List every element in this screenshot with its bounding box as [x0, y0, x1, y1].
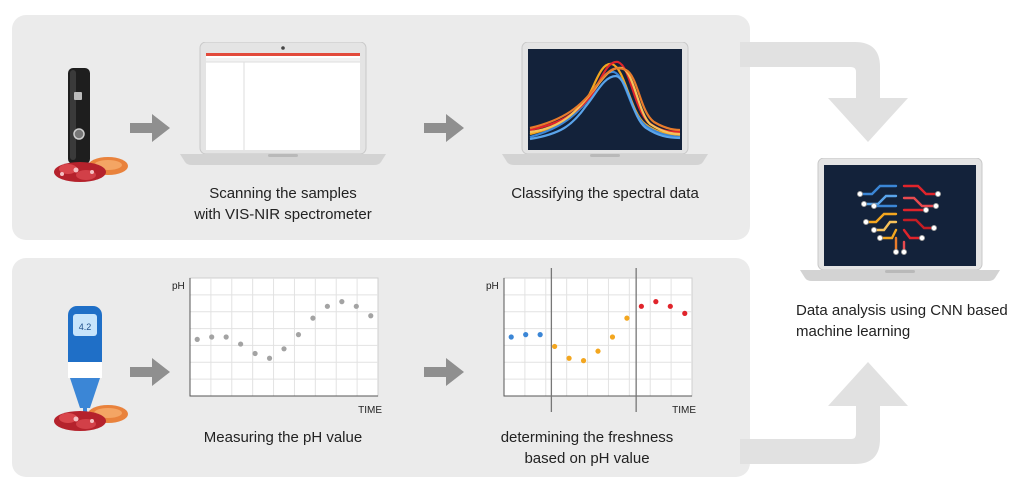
spectrometer-icon — [54, 68, 128, 182]
data-point — [339, 299, 345, 305]
data-point — [209, 334, 215, 340]
chart-grid — [503, 268, 693, 412]
data-point — [310, 315, 316, 321]
data-point — [223, 334, 229, 340]
data-point — [238, 341, 244, 347]
data-point — [609, 334, 616, 340]
laptop-spectra-icon — [502, 42, 708, 165]
freshness-caption-line2: based on pH value — [524, 450, 650, 467]
data-point — [368, 313, 374, 319]
data-point — [552, 343, 558, 350]
chart-ylabel: pH — [486, 281, 499, 292]
chart-xlabel: TIME — [358, 405, 382, 416]
data-point — [252, 350, 258, 357]
freshness-chart: pH TIME — [486, 268, 696, 416]
classifying-caption: Classifying the spectral data — [511, 185, 699, 202]
chart-axes — [503, 278, 692, 397]
data-point — [537, 332, 543, 338]
cnn-caption: Data analysis using CNN based machine le… — [796, 300, 1011, 342]
arrow-right-icon — [424, 358, 464, 386]
data-point — [682, 310, 688, 316]
chart-grid — [189, 277, 379, 397]
data-point — [508, 334, 514, 340]
measuring-caption: Measuring the pH value — [203, 429, 363, 446]
data-point — [266, 355, 273, 361]
freshness-caption: determining the freshness based on pH va… — [482, 427, 692, 469]
arrow-right-icon — [424, 114, 464, 142]
data-point — [580, 358, 587, 364]
data-point — [353, 303, 359, 309]
scanning-caption: Scanning the samples with VIS-NIR spectr… — [178, 183, 388, 225]
data-point — [653, 299, 659, 305]
data-point — [566, 355, 572, 361]
flow-arrow-bottom — [740, 362, 908, 464]
data-point — [638, 303, 644, 309]
laptop-software-icon — [180, 42, 386, 165]
arrow-right-icon — [130, 114, 170, 142]
cnn-caption-line1: Data analysis using CNN based — [796, 302, 1008, 319]
data-point — [624, 315, 630, 321]
cnn-caption-line2: machine learning — [796, 323, 911, 340]
data-point — [595, 348, 601, 354]
ph-meter-reading: 4.2 — [79, 322, 92, 332]
flow-arrow-top — [740, 42, 908, 142]
scanning-caption-line2: with VIS-NIR spectrometer — [194, 206, 372, 223]
laptop-cnn-icon — [800, 158, 1000, 281]
chart-xlabel: TIME — [672, 405, 696, 416]
scanning-caption-line1: Scanning the samples — [209, 185, 357, 202]
ph-measurement-chart: pH TIME — [172, 277, 382, 416]
chart-ylabel: pH — [172, 281, 185, 292]
chart-plot-area — [503, 277, 693, 397]
data-point — [667, 303, 673, 309]
chart-plot-area — [189, 277, 379, 397]
chart-axes — [189, 278, 378, 397]
data-point — [523, 332, 529, 338]
ph-meter-icon: 4.2 — [54, 306, 128, 431]
data-point — [194, 336, 200, 342]
data-point — [324, 303, 330, 309]
data-point — [281, 346, 287, 352]
freshness-caption-line1: determining the freshness — [500, 429, 674, 446]
data-point — [295, 332, 302, 338]
arrow-right-icon — [130, 358, 170, 386]
